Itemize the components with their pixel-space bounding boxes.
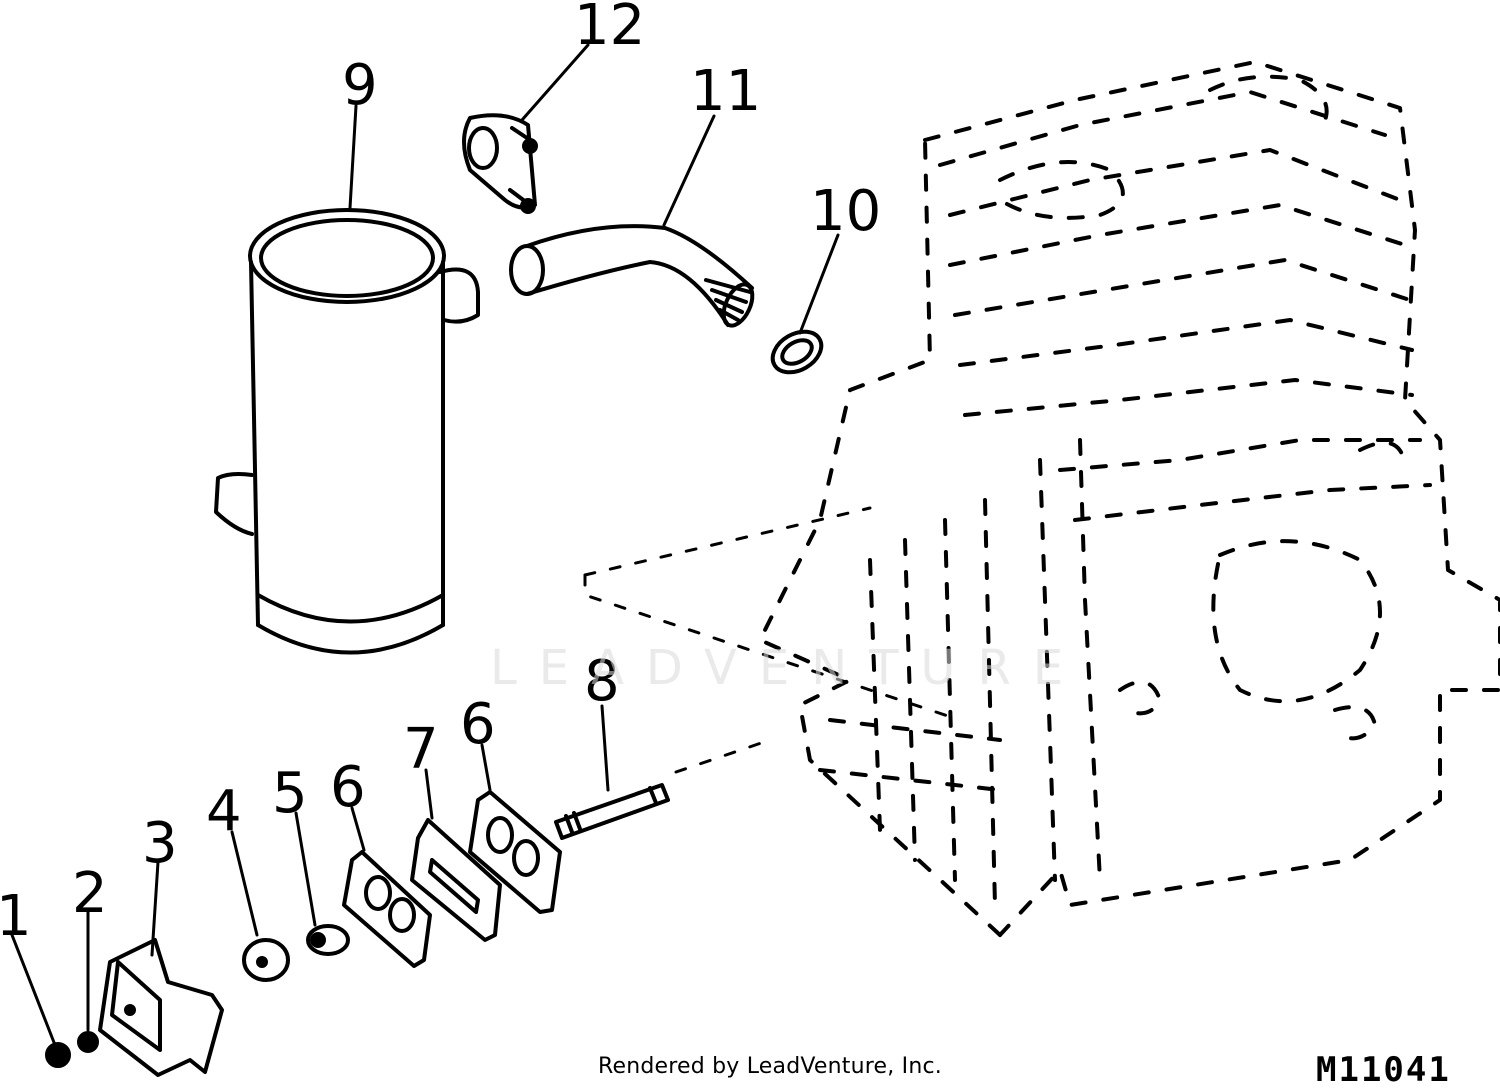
part-10-gasket-ring xyxy=(770,329,824,375)
part-4-seal xyxy=(242,938,290,982)
figure-id: M11041 xyxy=(1316,1050,1451,1090)
callout-label-9: 9 xyxy=(342,53,378,118)
watermark-text: LEADVENTURE xyxy=(490,640,1086,696)
callout-label-12: 12 xyxy=(574,0,645,58)
part-1-nut xyxy=(45,1042,71,1068)
callout-label-7: 7 xyxy=(403,717,439,782)
part-2-washer xyxy=(77,1031,99,1053)
callout-label-4: 4 xyxy=(206,779,242,844)
part-6-gasket-left xyxy=(342,850,432,968)
callout-label-6-left: 6 xyxy=(330,755,366,820)
part-11-breather-tube xyxy=(509,224,755,328)
part-3-cover-plate xyxy=(98,938,224,1077)
part-5-washer xyxy=(306,924,350,956)
part-6-gasket-right xyxy=(468,790,562,914)
callout-label-10: 10 xyxy=(810,179,881,244)
callout-label-1: 1 xyxy=(0,884,32,949)
callout-label-2: 2 xyxy=(72,861,108,926)
engine-block xyxy=(758,60,1500,937)
part-12-tube-clamp xyxy=(462,113,538,214)
callout-label-3: 3 xyxy=(142,811,178,876)
dashed-guide-lines xyxy=(583,506,962,774)
part-8-stud xyxy=(554,783,670,840)
callout-label-8: 8 xyxy=(584,649,620,714)
callout-label-11: 11 xyxy=(690,59,761,124)
part-9-air-cleaner-canister xyxy=(214,208,480,655)
credit-text: Rendered by LeadVenture, Inc. xyxy=(598,1054,942,1079)
callout-label-5: 5 xyxy=(272,761,308,826)
callout-leaders xyxy=(10,43,840,1047)
callout-label-6-right: 6 xyxy=(460,692,496,757)
part-7-reed-plate xyxy=(410,818,502,942)
